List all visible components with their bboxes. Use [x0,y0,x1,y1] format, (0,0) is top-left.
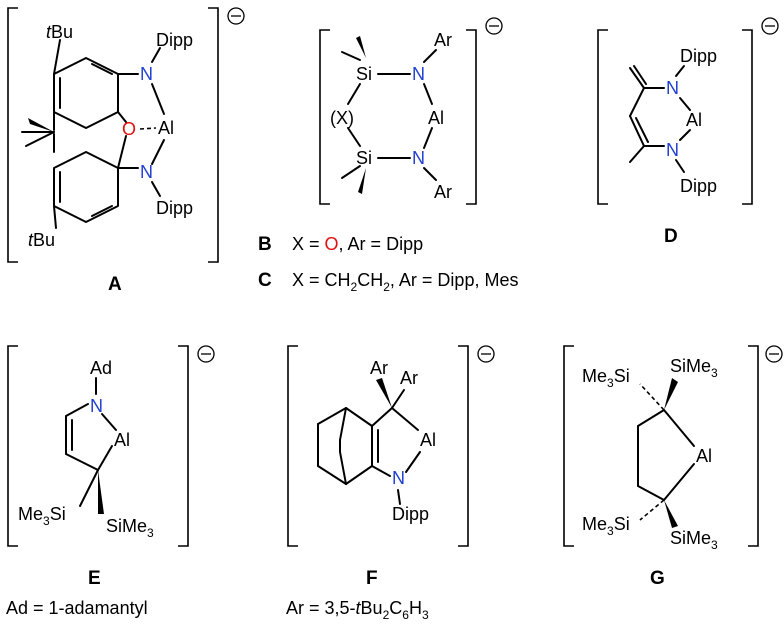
dipp-A-top: Dipp [156,30,193,50]
aluminium-G: Al [696,446,712,466]
aluminium-F: Al [420,430,436,450]
nitrogen-E: N [90,396,103,416]
aluminium-D: Al [686,110,702,130]
bracket-left-A [7,7,18,263]
silicon-top-BC: Si [356,64,372,84]
charge-E [197,345,215,363]
aluminium-A: Al [158,118,174,138]
aryl-bottom-BC: Ar [434,182,452,202]
structure-A: tBu tBu O N Dipp N Dipp Al A [7,7,245,295]
silyl-G-top-left: Me3Si [582,366,630,390]
caption-B: B [258,234,272,255]
silyl-G-top-right: SiMe3 [670,356,718,380]
charge-D [761,17,779,35]
caption-F: F [366,568,378,589]
bracket-right-E [178,345,189,547]
bracket-left-BC [319,29,330,205]
nitrogen-F: N [392,468,405,488]
dipp-D-bottom: Dipp [680,176,717,196]
charge-A [227,7,245,25]
structure-B-C: Si Si N N Al Ar Ar (X) B X = O, Ar = Dip… [258,17,518,294]
caption-G: G [650,568,665,589]
nitrogen-top-BC: N [412,64,425,84]
nitrogen-D-bottom: N [666,140,679,160]
adamantyl-E: Ad [90,358,112,378]
structure-G: Me3Si SiMe3 Me3Si SiMe3 Al G [563,345,783,589]
bracket-right-F [458,345,469,547]
structure-F: Ar Ar Al N Dipp F Ar = 3,5-tBu2C6H3 [286,345,495,622]
upper-aryl-ring [53,57,119,129]
silyl-E-left: Me3Si [18,504,66,528]
bracket-right-G [748,345,759,547]
nitrogen-D-top: N [666,78,679,98]
silyl-E-right: SiMe3 [106,516,154,540]
aryl-F-1: Ar [370,358,388,378]
structure-D: N N Al Dipp Dipp D [597,17,779,247]
aluminium-E: Al [114,430,130,450]
silyl-G-bottom-right: SiMe3 [670,528,718,552]
aryl-F-2: Ar [400,368,418,388]
structure-E: Ad N Al Me3Si SiMe3 E Ad = 1-adamantyl [6,345,215,618]
bracket-left-F [287,345,298,547]
aryl-top-BC: Ar [434,30,452,50]
legend-E: Ad = 1-adamantyl [6,598,148,618]
charge-F [477,345,495,363]
bracket-right-BC [466,29,477,205]
dipp-D-top: Dipp [680,46,717,66]
charge-BC [485,17,503,35]
oxygen-A: O [122,119,136,139]
bracket-right-D [742,29,753,205]
charge-G [765,345,783,363]
bracket-left-G [563,345,574,547]
linker-X-BC: (X) [330,108,354,128]
bracket-left-E [7,345,18,547]
aluminium-BC: Al [428,108,444,128]
nitrogen-A-top: N [140,64,153,84]
nitrogen-A-bottom: N [140,162,153,182]
tBu-top-label: tBu [46,22,73,42]
legend-B: X = O, Ar = Dipp [292,234,423,254]
tBu-bottom-label: tBu [28,230,55,250]
bracket-right-A [208,7,219,263]
caption-E: E [88,568,101,589]
caption-C: C [258,270,272,291]
dipp-A-bottom: Dipp [156,198,193,218]
dipp-F: Dipp [392,504,429,524]
lower-aryl-ring [53,151,119,223]
bracket-left-D [597,29,608,205]
caption-D: D [664,226,678,247]
legend-F: Ar = 3,5-tBu2C6H3 [286,598,429,622]
silicon-bottom-BC: Si [356,148,372,168]
legend-C: X = CH2CH2, Ar = Dipp, Mes [292,270,518,294]
caption-A: A [108,274,122,295]
nitrogen-bottom-BC: N [412,148,425,168]
silyl-G-bottom-left: Me3Si [582,514,630,538]
